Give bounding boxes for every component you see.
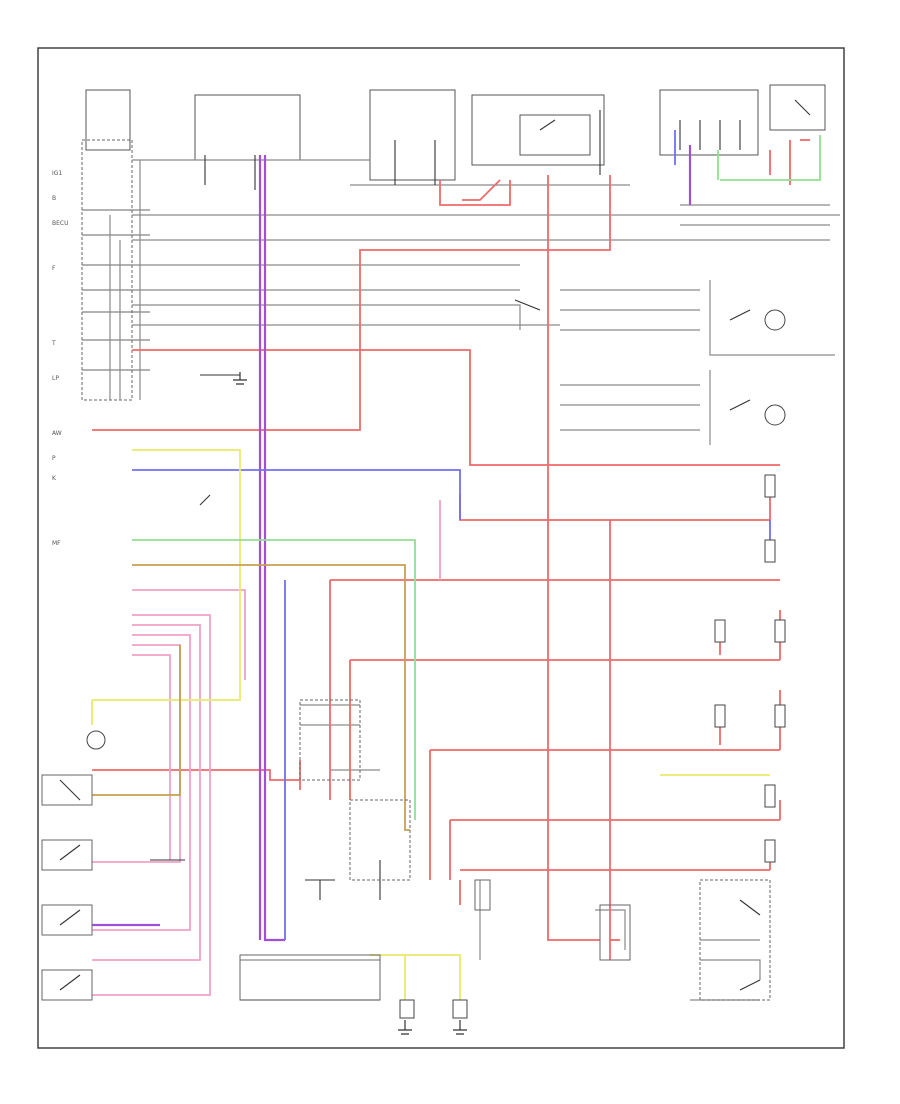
connector-label: F xyxy=(52,265,56,272)
connector-label: MF xyxy=(52,540,61,547)
connector-label: LP xyxy=(52,375,59,382)
connector-label: AW xyxy=(52,430,62,437)
diagram-border xyxy=(37,47,845,1049)
connector-label: K xyxy=(52,475,57,482)
ground-symbols xyxy=(233,372,467,1035)
connector-label: IG1 xyxy=(52,170,62,177)
wire-layer xyxy=(59,99,840,1001)
connector-label: P xyxy=(52,455,56,462)
connector-label: T xyxy=(51,340,56,347)
lamp-symbols xyxy=(86,309,786,1019)
ecu-lower-boxes xyxy=(41,699,771,1001)
connector-label: B xyxy=(52,195,56,202)
connector-label: BECU xyxy=(52,220,69,227)
top-relay-group xyxy=(85,84,826,181)
